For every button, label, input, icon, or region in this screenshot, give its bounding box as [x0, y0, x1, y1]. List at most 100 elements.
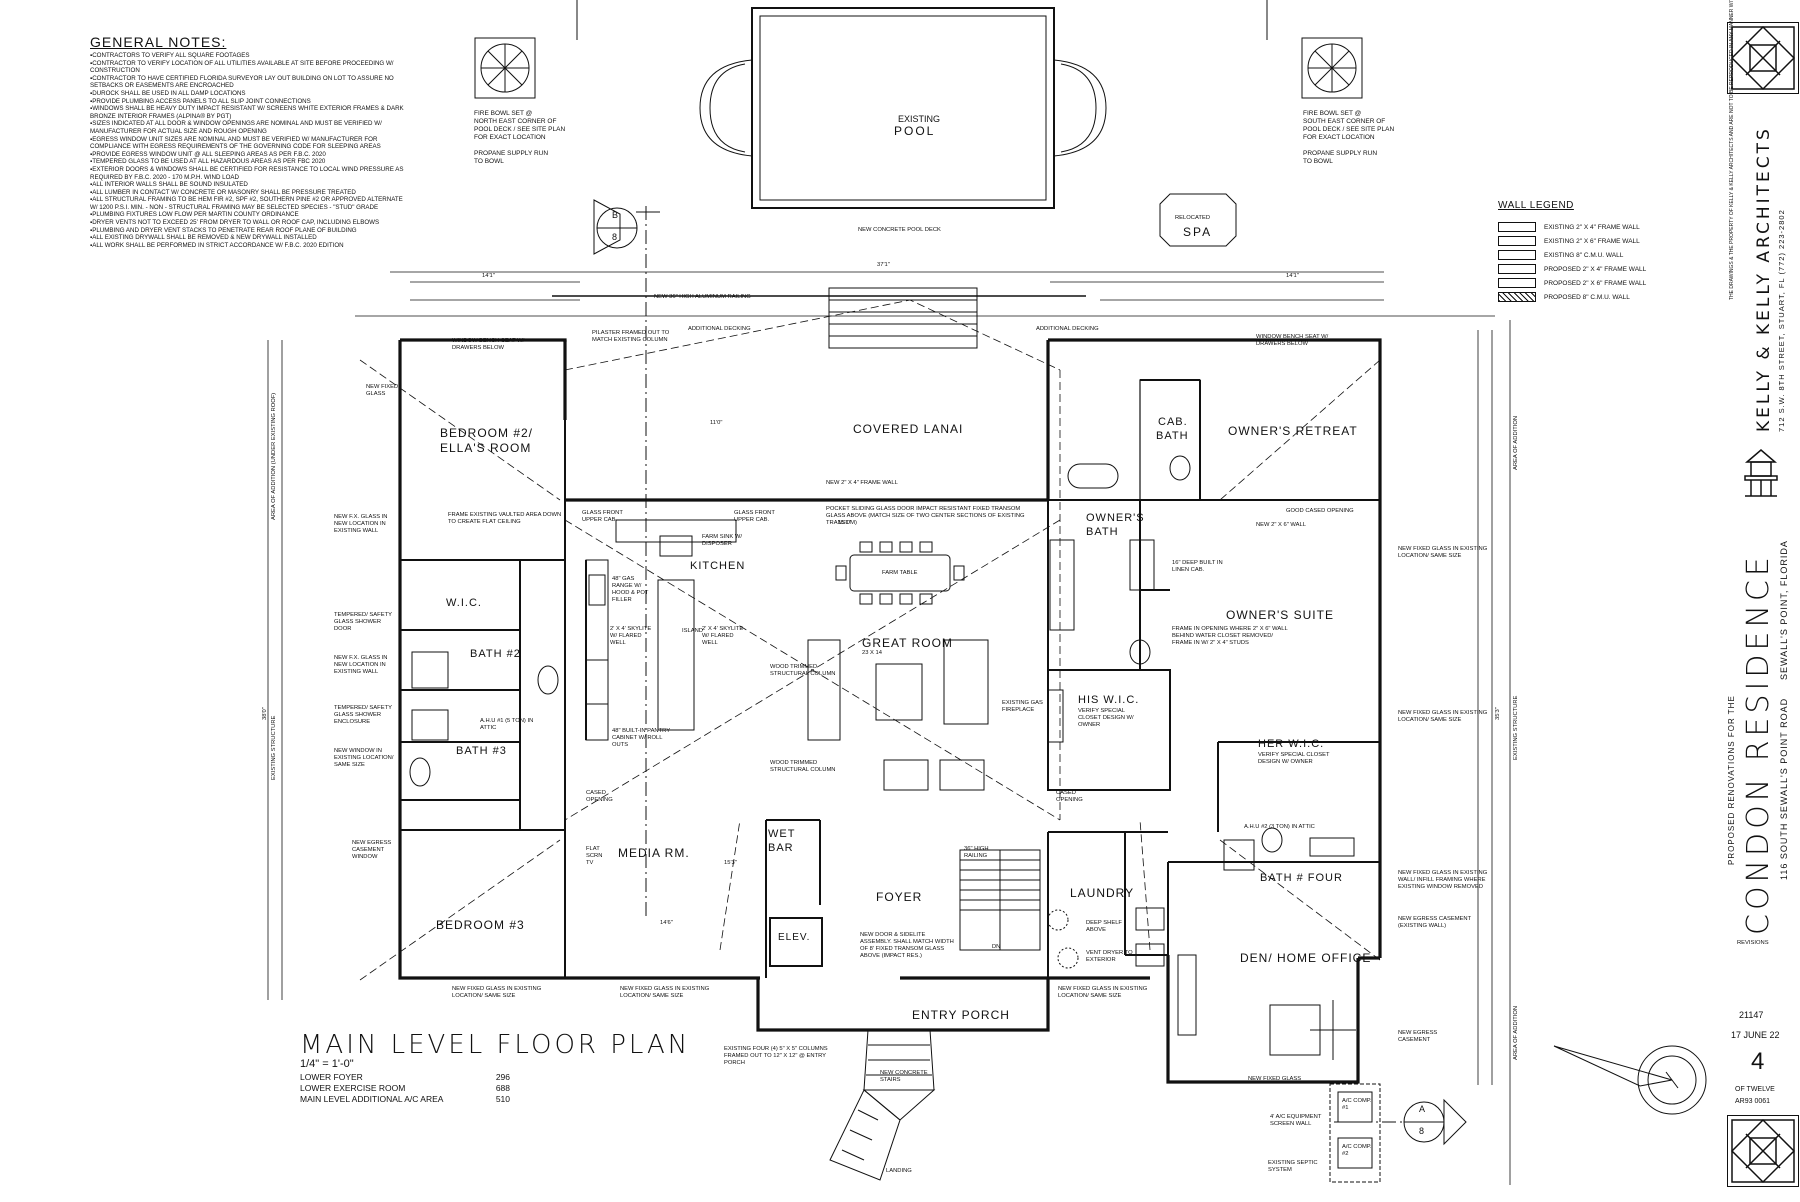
- pool-outline: [699, 7, 1107, 209]
- area-row: LOWER EXERCISE ROOM 688: [300, 1083, 510, 1094]
- room-bath-four: BATH # FOUR: [1260, 872, 1343, 884]
- firm-logo-bottom: [1727, 1115, 1799, 1187]
- sofa: [943, 639, 989, 725]
- fire-bowl-note-line: TO BOWL: [1303, 158, 1333, 165]
- pool-label: POOL: [894, 124, 936, 138]
- note-fixed-glass-right-1: NEW FIXED GLASS IN EXISTING LOCATION/ SA…: [1398, 546, 1488, 559]
- area-label: LOWER EXERCISE ROOM: [300, 1083, 406, 1093]
- dim-existing-structure-right: EXISTING STRUCTURE: [1513, 695, 1519, 760]
- note-septic: EXISTING SEPTIC SYSTEM: [1268, 1160, 1318, 1173]
- note-bench-left: WINDOW BENCH SEAT W/ DRAWERS BELOW: [452, 338, 525, 351]
- general-note-item: SIZES INDICATED AT ALL DOOR & WINDOW OPE…: [90, 120, 410, 135]
- wall-legend-swatch: [1498, 264, 1536, 274]
- area-value: 296: [495, 1072, 510, 1082]
- note-frame-vaulted: FRAME EXISTING VAULTED AREA DOWN TO CREA…: [448, 512, 562, 525]
- dim-area-addition-right-2: AREA OF ADDITION: [1513, 1005, 1519, 1060]
- wall-legend-row: PROPOSED 2" X 6" FRAME WALL: [1498, 276, 1758, 290]
- general-note-item: CONTRACTORS TO VERIFY ALL SQUARE FOOTAGE…: [90, 52, 410, 60]
- title-block: THE DRAWINGS & THE PROPERTY OF KELLY & K…: [1725, 0, 1800, 1202]
- wall-legend-label: PROPOSED 2" X 6" FRAME WALL: [1544, 279, 1647, 287]
- note-his-closet: VERIFY SPECIAL CLOSET DESIGN W/ OWNER: [1078, 708, 1134, 728]
- fire-bowl-note-line: POOL DECK / SEE SITE PLAN: [474, 126, 566, 133]
- general-note-item: ALL LUMBER IN CONTACT W/ CONCRETE OR MAS…: [90, 189, 410, 197]
- wall-legend-label: EXISTING 2" X 6" FRAME WALL: [1544, 237, 1640, 245]
- room-owners-bath: OWNER'S: [1086, 512, 1145, 524]
- north-arrow-icon: [474, 37, 536, 99]
- firm-name: KELLY & KELLY ARCHITECTS: [1754, 126, 1774, 432]
- note-existing-columns: EXISTING FOUR (4) 5" X 5" COLUMNS FRAMED…: [724, 1046, 828, 1066]
- wall-legend-swatch: [1498, 236, 1536, 246]
- room-foyer: FOYER: [876, 890, 923, 904]
- general-note-item: DRYER VENTS NOT TO EXCEED 25' FROM DRYER…: [90, 219, 410, 227]
- wall-legend-swatch: [1498, 292, 1536, 302]
- room-media: MEDIA RM.: [618, 846, 690, 860]
- note-glass-front-1: GLASS FRONT UPPER CAB.: [582, 510, 623, 523]
- note-frame-wall: NEW 2" X 4" FRAME WALL: [826, 480, 898, 486]
- note-fixed-glass-bottom-mid: NEW FIXED GLASS IN EXISTING LOCATION/ SA…: [620, 986, 710, 999]
- general-note-item: CONTRACTOR TO VERIFY LOCATION OF ALL UTI…: [90, 60, 410, 75]
- general-note-item: ALL STRUCTURAL FRAMING TO BE HEM FIR #2,…: [90, 196, 410, 211]
- general-notes-title: GENERAL NOTES:: [90, 34, 227, 50]
- dim-existing-structure-left: EXISTING STRUCTURE: [271, 715, 277, 780]
- general-note-item: CONTRACTOR TO HAVE CERTIFIED FLORIDA SUR…: [90, 75, 410, 90]
- note-kitchen-range: 48" GAS RANGE W/ HOOD & POT FILLER: [612, 576, 649, 603]
- room-entry-porch: ENTRY PORCH: [912, 1008, 1010, 1022]
- chair: [883, 759, 929, 791]
- revisions-label: REVISIONS: [1737, 940, 1769, 946]
- section-marker-b: [593, 199, 660, 920]
- wall-legend-row: PROPOSED 2" X 4" FRAME WALL: [1498, 262, 1758, 276]
- note-fixed-glass-top: NEW FIXED GLASS: [366, 384, 399, 397]
- general-note-item: ALL WORK SHALL BE PERFORMED IN STRICT AC…: [90, 242, 410, 250]
- spa-label-2: SPA: [1183, 225, 1213, 239]
- sheet-date: 17 JUNE 22: [1731, 1030, 1780, 1040]
- note-new-window: NEW WINDOW IN EXISTING LOCATION/ SAME SI…: [334, 748, 394, 768]
- room-owners-bath-2: BATH: [1086, 526, 1119, 538]
- note-new-door: NEW DOOR & SIDELITE ASSEMBLY. SHALL MATC…: [860, 932, 954, 959]
- note-cased-left: CASED OPENING: [586, 790, 613, 803]
- project-prefix: PROPOSED RENOVATIONS FOR THE: [1727, 695, 1736, 865]
- project-site: 116 SOUTH SEWALL'S POINT ROAD: [1779, 697, 1789, 880]
- north-arrow-icon: [1301, 37, 1363, 99]
- room-cab-bath-2: BATH: [1156, 430, 1189, 442]
- note-ahu-1: A.H.U #1 (5 TON) IN ATTIC: [480, 718, 534, 731]
- note-decking-right: ADDITIONAL DECKING: [1036, 326, 1099, 332]
- area-value: 688: [495, 1083, 510, 1093]
- area-label: LOWER FOYER: [300, 1072, 363, 1082]
- room-wic: W.I.C.: [446, 597, 482, 609]
- compass-icon: [1553, 1045, 1707, 1115]
- note-ac-equipment: 4' A/C EQUIPMENT SCREEN WALL: [1270, 1114, 1322, 1127]
- fire-bowl-note-line: FIRE BOWL SET @: [1303, 110, 1362, 117]
- note-farm-sink: FARM SINK W/ DISPOSER: [702, 534, 742, 547]
- wall-legend-swatch: [1498, 278, 1536, 288]
- general-note-item: WINDOWS SHALL BE HEAVY DUTY IMPACT RESIS…: [90, 105, 410, 120]
- coffee-table: [875, 663, 923, 721]
- fire-bowl-note-line: SOUTH EAST CORNER OF: [1303, 118, 1386, 125]
- note-kitchen-builtin: 48" BUILT-IN PANTRY CABINET W/ ROLL OUTS: [612, 728, 671, 748]
- note-tempered-enclosure: TEMPERED/ SAFETY GLASS SHOWER ENCLOSURE: [334, 705, 392, 725]
- room-owners-retreat: OWNER'S RETREAT: [1228, 424, 1358, 438]
- firm-logo: [1727, 22, 1799, 94]
- note-fixed-glass-right-2: NEW FIXED GLASS IN EXISTING LOCATION/ SA…: [1398, 710, 1488, 723]
- dim-left-top: 14'1": [482, 273, 495, 279]
- note-fx-glass-1: NEW F.X. GLASS IN NEW LOCATION IN EXISTI…: [334, 514, 388, 534]
- spa-label-1: RELOCATED: [1175, 215, 1211, 221]
- note-pocket-door: POCKET SLIDING GLASS DOOR IMPACT RESISTA…: [826, 506, 1025, 526]
- fire-bowl-note-line: PROPANE SUPPLY RUN: [1303, 150, 1378, 157]
- dim-overall-left: 38'0": [262, 707, 268, 720]
- general-note-item: EXTERIOR DOORS & WINDOWS SHALL BE CERTIF…: [90, 166, 410, 181]
- note-skylite-1: 2' X 4' SKYLITE W/ FLARED WELL: [610, 626, 652, 646]
- note-deep-shelf: DEEP SHELF ABOVE: [1086, 920, 1122, 933]
- note-fixed-glass-bottom-right: NEW FIXED GLASS IN EXISTING LOCATION/ SA…: [1058, 986, 1148, 999]
- fire-bowl-note-line: PROPANE SUPPLY RUN: [474, 150, 549, 157]
- fire-bowl-note-line: NORTH EAST CORNER OF: [474, 118, 557, 125]
- section-marker-a-top: A: [1419, 1104, 1426, 1114]
- room-her-wic: HER W.I.C.: [1258, 738, 1325, 750]
- note-vent-dryer: VENT DRYER TO EXTERIOR: [1086, 950, 1133, 963]
- note-linen: 16" DEEP BUILT IN LINEN CAB.: [1172, 560, 1223, 573]
- note-good-cased: GOOD CASED OPENING: [1286, 508, 1354, 514]
- note-glass-front-2: GLASS FRONT UPPER CAB.: [734, 510, 775, 523]
- room-laundry: LAUNDRY: [1070, 886, 1135, 900]
- fire-bowl-note-line: FOR EXACT LOCATION: [1303, 134, 1375, 141]
